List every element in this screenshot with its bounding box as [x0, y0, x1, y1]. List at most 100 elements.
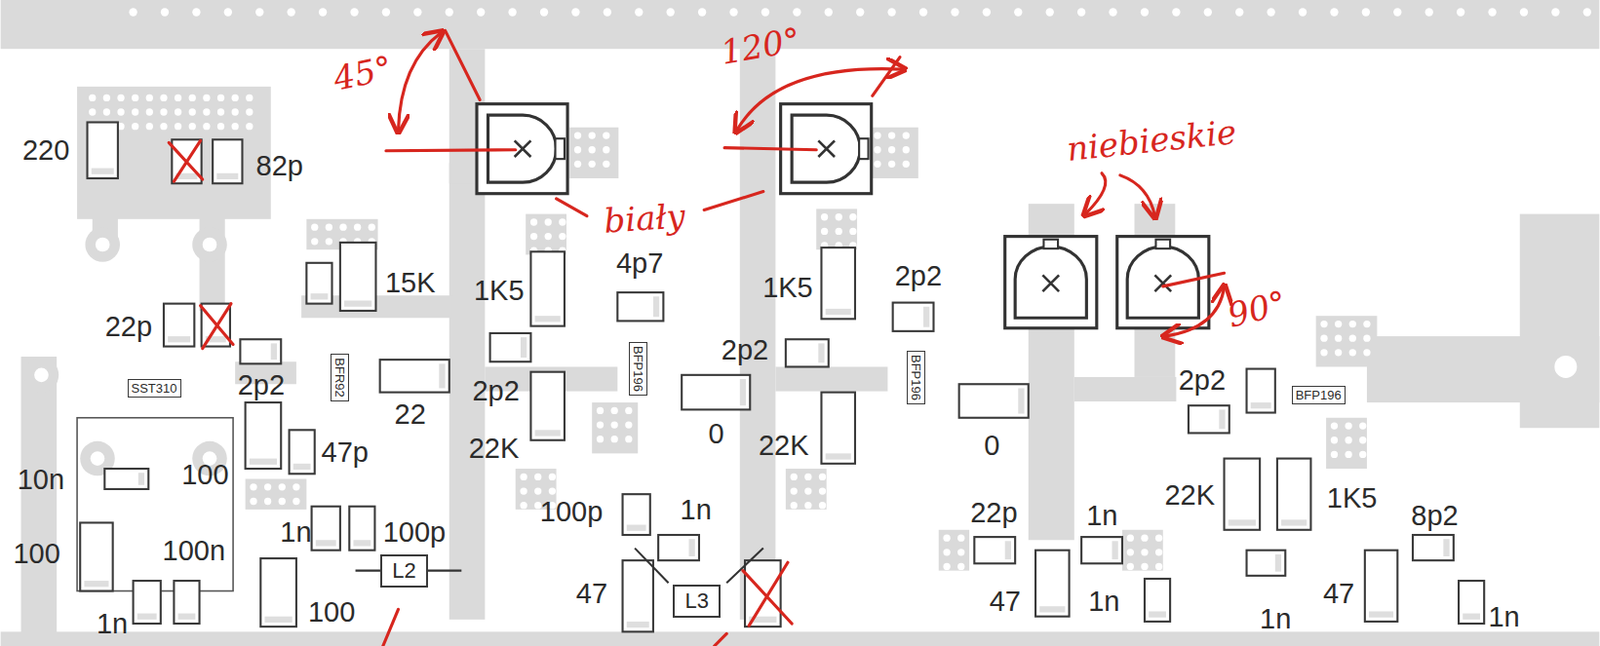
via-hole: [103, 108, 111, 116]
via-hole: [249, 498, 257, 506]
via-hole: [982, 7, 991, 16]
smd-end: [740, 379, 746, 406]
component-value: 1n: [96, 610, 128, 639]
smd-end: [1017, 388, 1024, 414]
via-hole: [558, 233, 566, 240]
markup-line: [703, 192, 764, 211]
via-hole: [534, 473, 542, 481]
via-hole: [368, 224, 376, 232]
via-hole: [1344, 422, 1352, 430]
smd-component: [785, 339, 829, 367]
smd-component: [1247, 369, 1276, 414]
via-hole: [545, 218, 552, 226]
via-hole: [588, 160, 596, 168]
via-hole: [902, 160, 910, 168]
smd-component: [79, 522, 113, 591]
mounting-hole: [1554, 355, 1577, 379]
via-hole: [1425, 7, 1434, 16]
markup-line: [714, 633, 728, 646]
via-hole: [611, 421, 619, 429]
smd-component: [260, 558, 297, 627]
via-hole: [311, 224, 318, 232]
pad-hole: [34, 368, 49, 384]
via-hole: [88, 94, 96, 102]
smd-component: [289, 429, 315, 474]
via-hole: [117, 108, 124, 116]
smd-end: [344, 300, 372, 307]
round-pad: [192, 227, 228, 263]
via-hole: [957, 548, 965, 556]
smd-component: [1188, 405, 1230, 433]
transistor-marking: BFP196: [1291, 386, 1346, 405]
via-hole: [1108, 7, 1117, 16]
markup-line: [168, 140, 203, 182]
smd-component: [623, 494, 651, 536]
via-pad: [938, 530, 970, 572]
via-hole: [888, 160, 896, 168]
component-value: 4p7: [616, 249, 664, 278]
via-hole: [919, 7, 928, 16]
trimmer-capacitor: [1117, 236, 1210, 329]
smd-end: [315, 540, 337, 547]
via-hole: [835, 228, 843, 235]
via-hole: [596, 435, 604, 443]
smd-component: [959, 384, 1029, 419]
via-hole: [820, 213, 828, 221]
smd-component: [104, 468, 149, 490]
via-hole: [548, 473, 556, 481]
via-pad: [1326, 418, 1367, 469]
smd-component: [893, 303, 935, 332]
transistor-marking: BFP196: [628, 342, 648, 396]
markup-arrow: [1085, 173, 1105, 215]
via-hole: [217, 94, 225, 102]
smd-component: [1458, 581, 1484, 625]
via-hole: [1046, 7, 1054, 16]
part-name: BFR92: [333, 357, 347, 397]
via-hole: [602, 160, 610, 168]
round-pad: [84, 227, 120, 263]
via-hole: [445, 7, 454, 16]
via-hole: [634, 7, 643, 16]
via-hole: [790, 473, 798, 481]
smd-end: [438, 363, 445, 389]
via-hole: [245, 122, 253, 130]
via-hole: [873, 160, 881, 168]
via-hole: [1155, 534, 1163, 542]
via-hole: [1204, 7, 1212, 16]
via-hole: [174, 94, 182, 102]
via-hole: [888, 146, 896, 154]
via-hole: [1349, 335, 1357, 343]
via-hole: [849, 213, 857, 221]
via-hole: [856, 7, 864, 16]
via-hole: [624, 435, 632, 443]
smd-end: [825, 453, 852, 460]
via-hole: [202, 94, 210, 102]
smd-end: [83, 581, 109, 587]
handwritten-note: 90°: [1224, 285, 1290, 333]
via-hole: [311, 237, 318, 245]
via-hole: [1551, 7, 1560, 16]
smd-end: [1005, 541, 1012, 560]
via-hole: [1127, 534, 1134, 542]
via-hole: [611, 407, 619, 415]
via-hole: [224, 7, 233, 16]
via-hole: [603, 7, 612, 16]
via-hole: [292, 483, 300, 491]
via-hole: [353, 224, 361, 232]
via-hole: [519, 502, 527, 509]
part-name: BFP196: [909, 354, 923, 401]
via-hole: [192, 7, 200, 16]
markup-line: [724, 148, 817, 151]
via-hole: [558, 218, 566, 226]
smd-end: [1111, 541, 1118, 560]
component-value: 1n: [1259, 605, 1291, 634]
via-hole: [819, 502, 826, 509]
component-value: 100p: [383, 518, 447, 547]
part-name: SST310: [131, 382, 178, 395]
smd-end: [1148, 611, 1167, 618]
via-hole: [1320, 320, 1327, 328]
smd-end: [689, 539, 696, 557]
copper-trace: [0, 631, 1600, 646]
round-pads: [24, 227, 228, 476]
via-hole: [1140, 548, 1148, 556]
